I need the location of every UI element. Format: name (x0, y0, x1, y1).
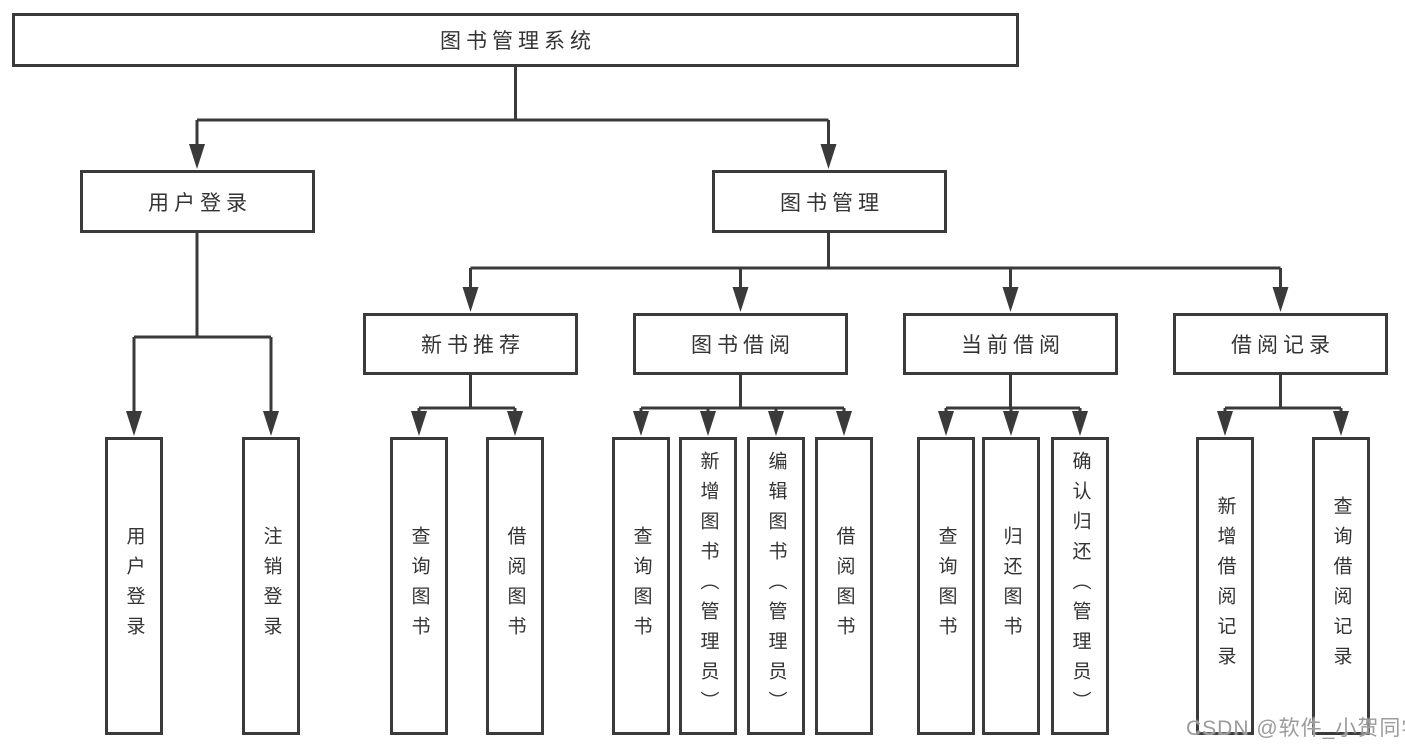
leaf-label: 新增借阅记录 (1214, 496, 1236, 676)
leaf-label: 注销登录 (260, 526, 282, 646)
leaf-label: 归还图书 (1000, 526, 1022, 646)
connector-borrow-record-group (1217, 375, 1349, 436)
leaf-label: 查询图书 (935, 526, 957, 646)
leaf-edit-books-admin: 编辑图书（管理员） (747, 437, 805, 735)
connector-new-book-group (411, 375, 523, 436)
leaf-borrow-books-recommend: 借阅图书 (486, 437, 544, 735)
leaf-label: 编辑图书（管理员） (765, 451, 787, 721)
node-book-borrowing: 图书借阅 (633, 313, 848, 375)
leaf-query-books-current: 查询图书 (917, 437, 975, 735)
leaf-label: 查询图书 (408, 526, 430, 646)
leaf-label: 查询借阅记录 (1330, 496, 1352, 676)
node-library-management-system: 图书管理系统 (12, 13, 1019, 67)
node-book-management: 图书管理 (712, 170, 947, 233)
connector-user-login-to-leaves (126, 233, 279, 436)
connector-root-to-level2 (189, 67, 837, 169)
leaf-label: 借阅图书 (504, 526, 526, 646)
connector-book-borrow-group (633, 375, 852, 436)
leaf-label: 确认归还（管理员） (1069, 451, 1091, 721)
leaf-query-borrow-record: 查询借阅记录 (1312, 437, 1370, 735)
leaf-label: 查询图书 (630, 526, 652, 646)
node-new-book-recommendation: 新书推荐 (363, 313, 578, 375)
node-current-borrowing: 当前借阅 (903, 313, 1118, 375)
leaf-query-books-recommend: 查询图书 (390, 437, 448, 735)
leaf-user-login: 用户登录 (105, 437, 163, 735)
node-user-login: 用户登录 (80, 170, 315, 233)
leaf-query-books-borrow: 查询图书 (612, 437, 670, 735)
leaf-label: 用户登录 (123, 526, 145, 646)
leaf-borrow-books: 借阅图书 (815, 437, 873, 735)
connector-current-borrow-group (938, 375, 1088, 436)
watermark-csdn: CSDN @软件_小贺同学 (1186, 717, 1405, 740)
leaf-add-borrow-record: 新增借阅记录 (1196, 437, 1254, 735)
leaf-add-books-admin: 新增图书（管理员） (679, 437, 737, 735)
leaf-return-books: 归还图书 (982, 437, 1040, 735)
leaf-confirm-return-admin: 确认归还（管理员） (1051, 437, 1109, 735)
node-borrowing-records: 借阅记录 (1173, 313, 1388, 375)
leaf-logout: 注销登录 (242, 437, 300, 735)
leaf-label: 新增图书（管理员） (697, 451, 719, 721)
connector-book-mgmt-to-level3 (462, 233, 1289, 312)
leaf-label: 借阅图书 (833, 526, 855, 646)
